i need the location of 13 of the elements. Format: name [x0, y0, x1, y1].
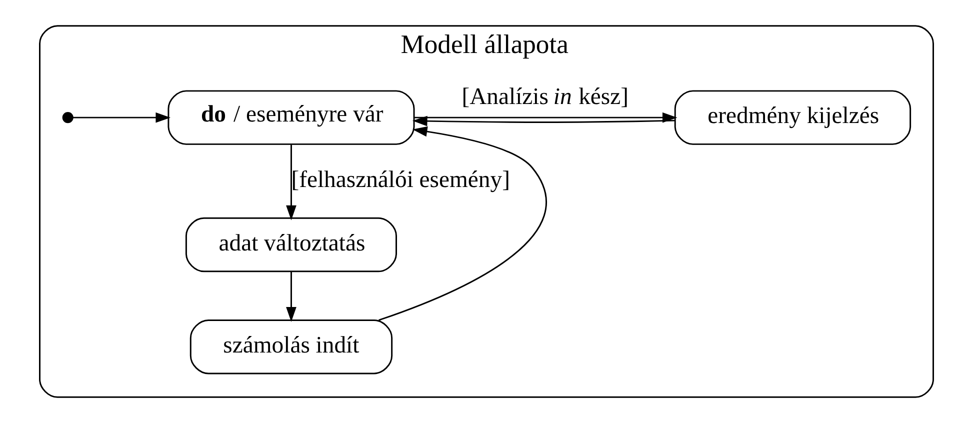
arrow	[286, 272, 296, 322]
node-box: számolás indít	[189, 320, 392, 374]
edge-label: [felhasználói esemény]	[290, 166, 510, 193]
arrow	[286, 144, 296, 220]
arrow	[378, 126, 546, 321]
arrow	[412, 116, 674, 126]
node-circle	[62, 112, 73, 124]
node-box: adat változtatás	[184, 217, 396, 272]
node-box: do / eseményre vár	[167, 90, 414, 145]
edge-label: [Analízis in kész]	[461, 84, 628, 110]
arrow	[72, 112, 170, 123]
arrow	[414, 112, 677, 123]
node-box: eredmény kijelzés	[674, 90, 911, 145]
